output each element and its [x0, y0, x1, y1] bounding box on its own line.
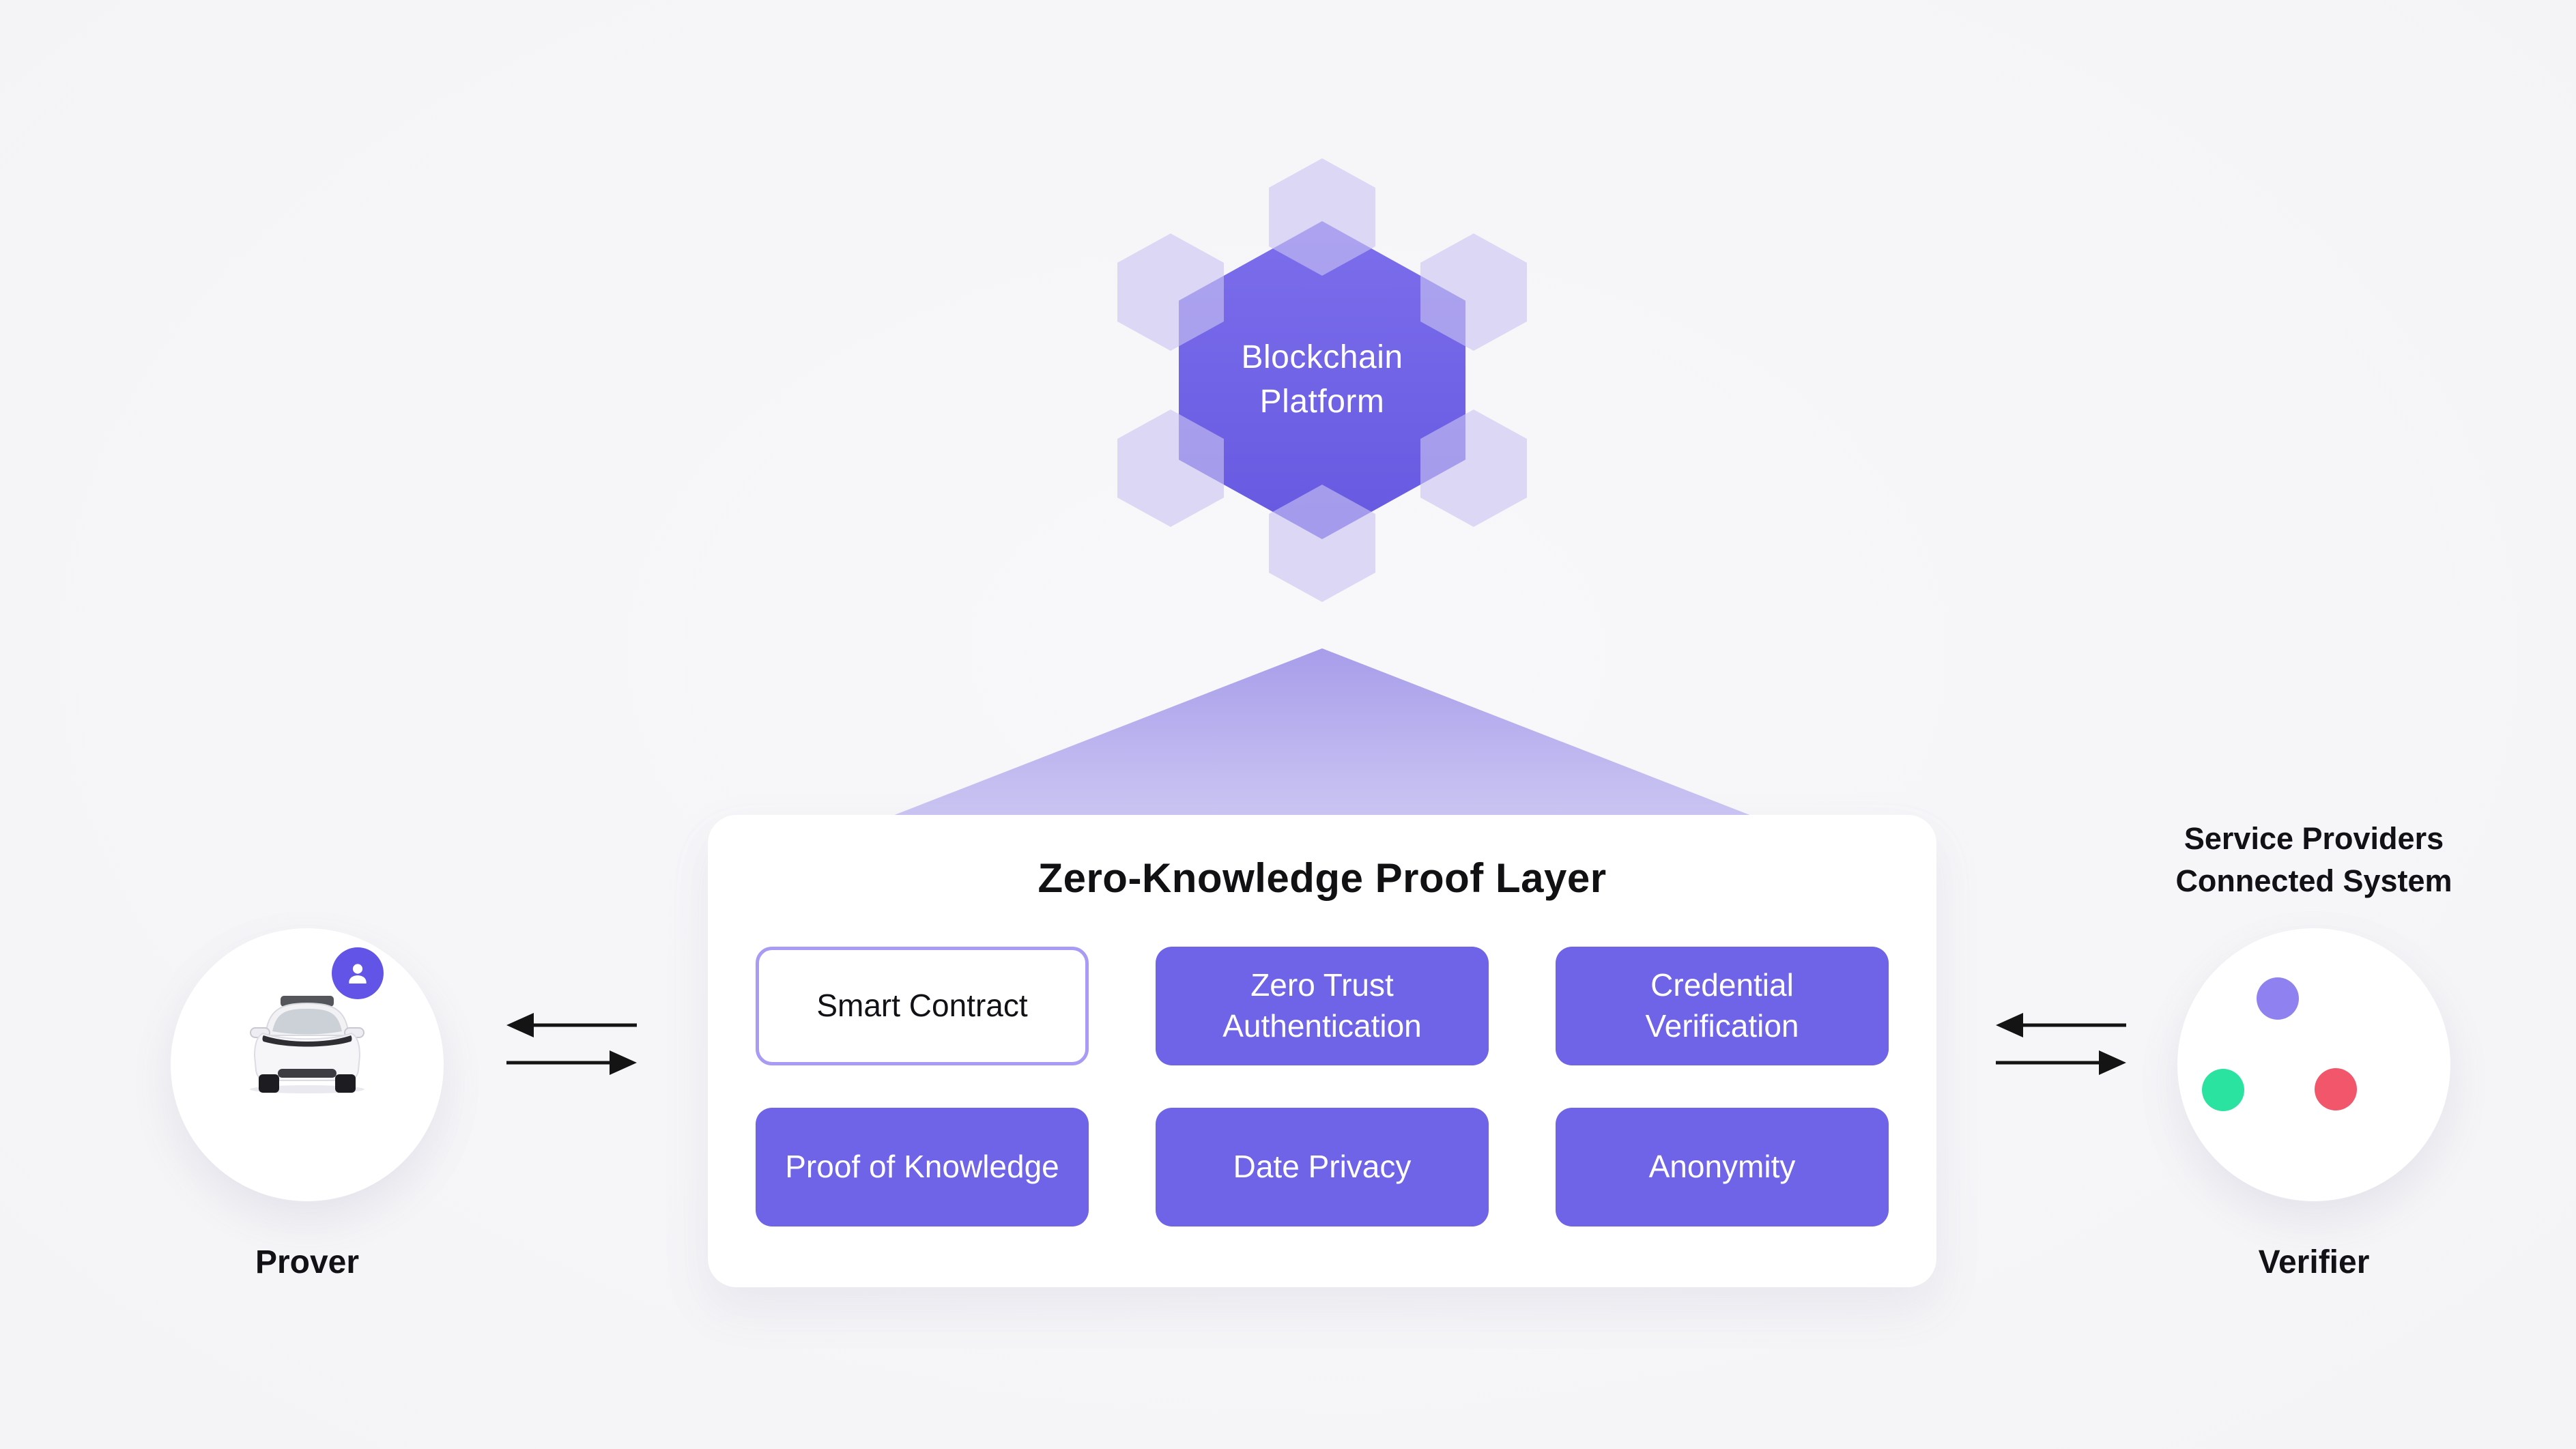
provider-dot-purple: [2257, 977, 2299, 1020]
provider-dot-red: [2315, 1068, 2357, 1110]
arrow-left-icon: [1996, 1013, 2126, 1037]
zkp-box-zero-trust-authentication: Zero Trust Authentication: [1156, 947, 1489, 1065]
zkp-card-title: Zero-Knowledge Proof Layer: [1037, 855, 1607, 901]
hexagon-satellite-lower-right: [1420, 410, 1527, 527]
zkp-box-label: Anonymity: [1648, 1149, 1796, 1185]
verifier-circle: [2177, 928, 2450, 1201]
arrow-left-icon: [506, 1013, 637, 1037]
connector-triangle: [881, 648, 1764, 820]
zkp-box-label: Smart Contract: [816, 988, 1028, 1024]
service-providers-heading: Service Providers Connected System: [2109, 818, 2519, 902]
service-providers-heading-line2: Connected System: [2175, 863, 2452, 899]
zkp-box-smart-contract: Smart Contract: [756, 947, 1089, 1065]
zkp-box-label: Date Privacy: [1233, 1149, 1412, 1185]
car-icon: [235, 993, 379, 1095]
arrow-right-icon: [506, 1050, 637, 1075]
zkp-box-grid: Smart Contract Zero Trust Authentication…: [756, 947, 1889, 1226]
prover-label: Prover: [255, 1244, 360, 1280]
zkp-layer-card: Zero-Knowledge Proof Layer Smart Contrac…: [708, 815, 1936, 1287]
zkp-box-anonymity: Anonymity: [1556, 1108, 1889, 1226]
zkp-box-label: Proof of Knowledge: [785, 1149, 1059, 1185]
service-providers-heading-line1: Service Providers: [2184, 821, 2444, 856]
provider-dot-green: [2202, 1069, 2244, 1111]
blockchain-label-line1: Blockchain: [1241, 339, 1403, 376]
zkp-box-proof-of-knowledge: Proof of Knowledge: [756, 1108, 1089, 1226]
arrow-right-icon: [1996, 1050, 2126, 1075]
zkp-box-label: Zero Trust Authentication: [1222, 967, 1422, 1044]
prover-card-arrows: [506, 1013, 637, 1075]
user-badge-icon: [332, 947, 384, 999]
hexagon-satellite-lower-left: [1117, 410, 1224, 527]
zkp-box-date-privacy: Date Privacy: [1156, 1108, 1489, 1226]
zkp-box-label: Credential Verification: [1645, 967, 1799, 1044]
hexagon-satellite-bottom: [1269, 485, 1375, 602]
verifier-label: Verifier: [2258, 1244, 2370, 1280]
zkp-box-credential-verification: Credential Verification: [1556, 947, 1889, 1065]
card-verifier-arrows: [1996, 1013, 2126, 1075]
blockchain-platform-label: Blockchain Platform: [1241, 336, 1403, 425]
blockchain-label-line2: Platform: [1259, 384, 1385, 420]
